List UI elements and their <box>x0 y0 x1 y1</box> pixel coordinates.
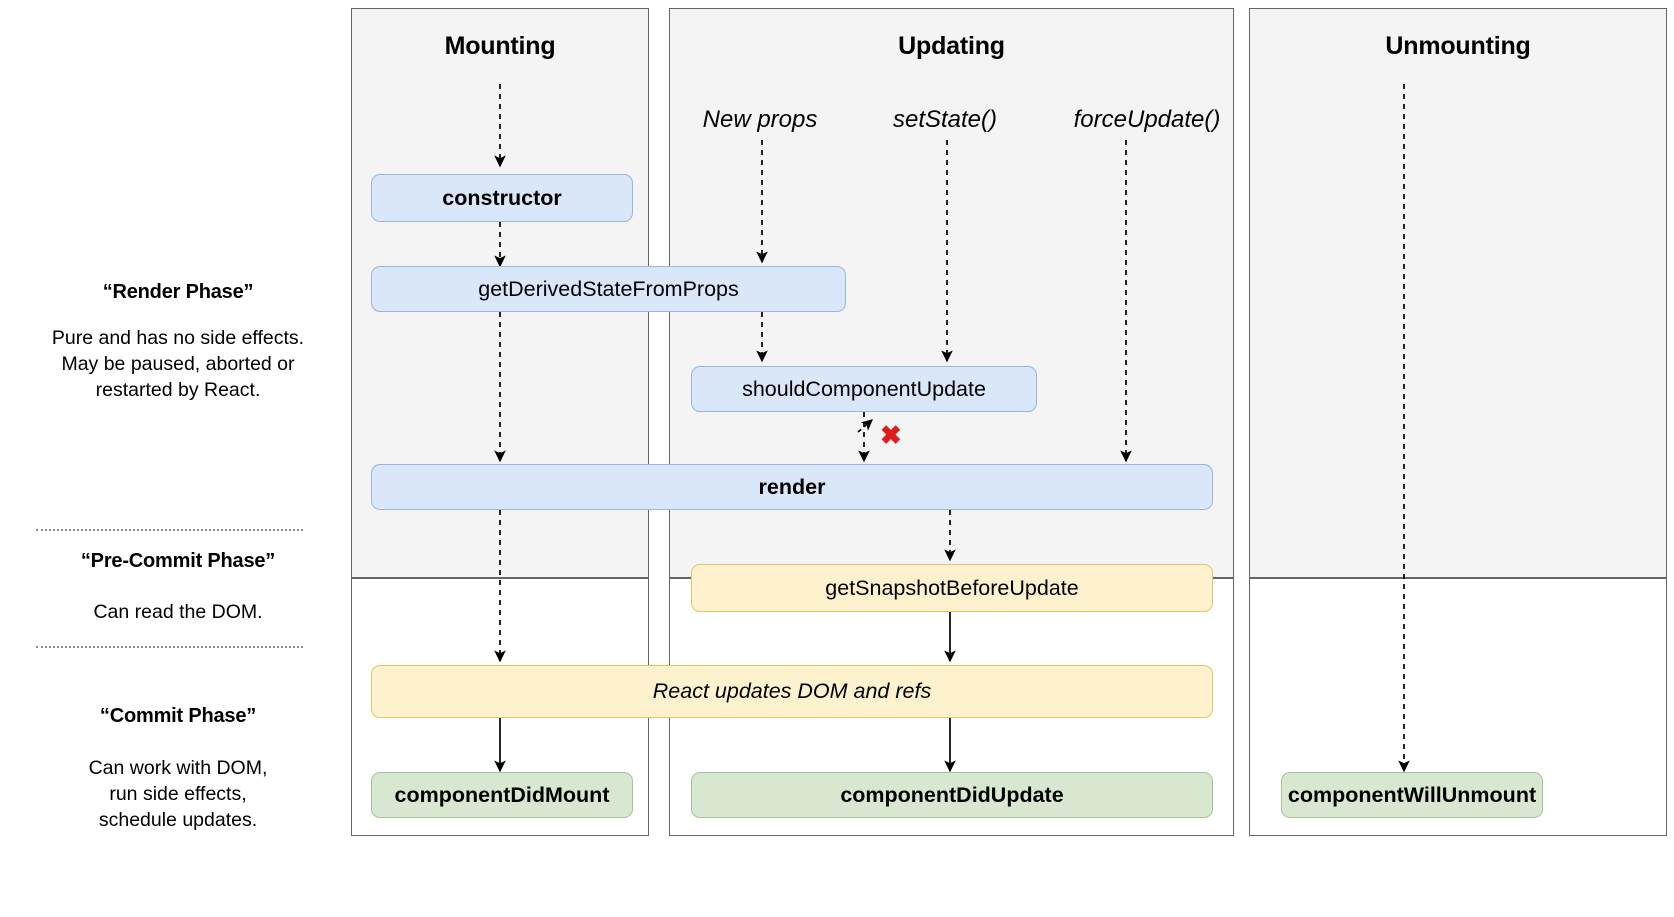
trigger-label-set-state: setState() <box>892 106 998 133</box>
node-component-did-update[interactable]: componentDidUpdate <box>691 772 1213 818</box>
node-get-derived-state-from-props[interactable]: getDerivedStateFromProps <box>371 266 846 312</box>
phase-title-render: “Render Phase” <box>102 281 254 303</box>
node-should-component-update[interactable]: shouldComponentUpdate <box>691 366 1037 412</box>
node-constructor[interactable]: constructor <box>371 174 633 222</box>
column-unmounting-render-region <box>1249 8 1667 578</box>
node-react-updates-dom-and-refs[interactable]: React updates DOM and refs <box>371 665 1213 718</box>
phase-title-pre-commit: “Pre-Commit Phase” <box>80 550 276 572</box>
node-component-will-unmount[interactable]: componentWillUnmount <box>1281 772 1543 818</box>
phase-description-render: Pure and has no side effects. May be pau… <box>51 327 305 401</box>
node-render[interactable]: render <box>371 464 1213 510</box>
node-get-snapshot-before-update[interactable]: getSnapshotBeforeUpdate <box>691 564 1213 612</box>
phase-divider-bottom <box>36 646 303 648</box>
trigger-label-new-props: New props <box>702 106 818 133</box>
phase-description-commit: Can work with DOM, run side effects, sch… <box>88 757 268 831</box>
column-title-updating: Updating <box>898 32 1005 60</box>
column-title-mounting: Mounting <box>444 32 556 60</box>
column-title-unmounting: Unmounting <box>1385 32 1531 60</box>
skip-render-x-icon: ✖ <box>880 420 902 450</box>
phase-divider-top <box>36 529 303 531</box>
phase-title-commit: “Commit Phase” <box>99 705 257 727</box>
node-component-did-mount[interactable]: componentDidMount <box>371 772 633 818</box>
trigger-label-force-update: forceUpdate() <box>1073 106 1221 133</box>
phase-description-pre-commit: Can read the DOM. <box>93 601 263 623</box>
